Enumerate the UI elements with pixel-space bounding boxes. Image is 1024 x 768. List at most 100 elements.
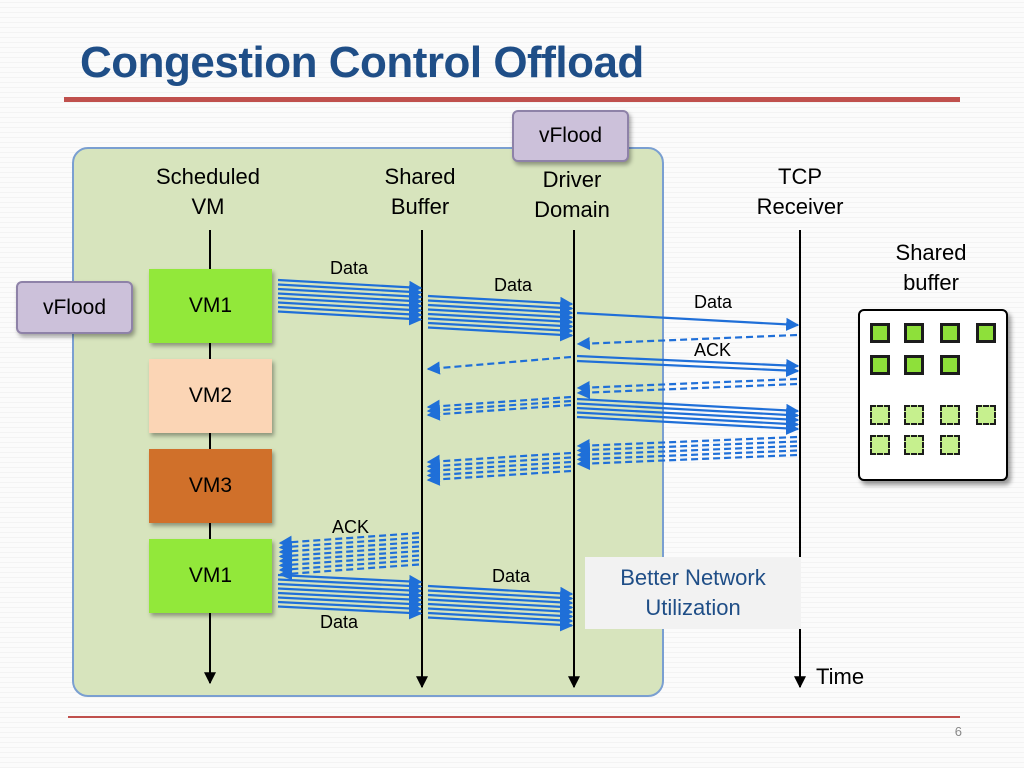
arrow-data-vm-to-buffer-1 <box>277 278 423 294</box>
arrow-ack-receiver-to-driver-3-5 <box>576 453 798 471</box>
column-label-shared-buffer: Shared Buffer <box>384 164 456 219</box>
arrow-data-vm-to-buffer-bottom-8 <box>277 605 423 620</box>
arrow-data-buffer-to-driver-7 <box>427 321 574 337</box>
arrow-data-vm-to-buffer-bottom-5 <box>277 591 423 607</box>
arrow-data-buffer-to-driver-2 <box>427 299 574 315</box>
vm-box-vm1-bottom: VM1 <box>149 539 272 613</box>
arrow-data-buffer-to-driver-1 <box>427 294 574 310</box>
arrow-ack-receiver-to-driver-3-2 <box>576 440 798 457</box>
label-data-vm-to-buffer-bottom: Data <box>320 612 359 632</box>
buffer-slot-empty <box>904 405 924 425</box>
label-ack-buffer-to-vm: ACK <box>332 517 370 537</box>
vm-box-vm1-top: VM1 <box>149 269 272 343</box>
buffer-slot-empty <box>976 405 996 425</box>
arrow-data-driver-to-receiver-1 <box>576 311 800 331</box>
arrow-data-buffer-to-driver-bottom-2 <box>427 589 574 605</box>
arrow-data-vm-to-buffer-2 <box>277 283 423 299</box>
arrow-data-buffer-to-driver-bottom-4 <box>427 598 574 614</box>
callout-line-1: Better Network <box>620 565 766 590</box>
label-data-buffer-to-driver-bottom: Data <box>492 566 531 586</box>
arrow-ack-buffer-to-vm-5 <box>278 549 420 567</box>
label-data-vm-to-buffer-top: Data <box>330 258 369 278</box>
arrow-data-buffer-to-driver-bottom-1 <box>427 584 574 600</box>
buffer-slot-empty <box>940 435 960 455</box>
arrow-ack-driver-to-buffer-2-2 <box>426 399 572 417</box>
arrow-ack-driver-to-buffer-3-2 <box>426 456 572 473</box>
arrow-data-driver-to-receiver-2-1 <box>576 354 800 373</box>
title-divider <box>64 97 960 102</box>
time-axis-label: Time <box>816 664 865 689</box>
arrow-data-buffer-to-driver-bottom-5 <box>427 602 574 618</box>
arrow-data-vm-to-buffer-bottom-7 <box>277 600 423 616</box>
arrow-ack-receiver-to-driver-3-1 <box>576 435 798 453</box>
buffer-slot-filled <box>940 323 960 343</box>
buffer-slot-filled <box>940 355 960 375</box>
column-label-scheduled-vm: Scheduled VM <box>156 164 260 219</box>
arrow-ack-buffer-to-vm-4 <box>278 545 420 563</box>
arrow-data-vm-to-buffer-bottom-4 <box>277 587 423 602</box>
arrow-data-vm-to-buffer-5 <box>277 296 423 312</box>
arrow-ack-receiver-to-driver-1 <box>576 333 798 351</box>
buffer-slot-empty <box>904 435 924 455</box>
buffer-slot-filled <box>870 355 890 375</box>
label-data-buffer-to-driver-top: Data <box>494 275 533 295</box>
column-label-tcp-receiver: TCP Receiver <box>756 164 844 219</box>
arrow-data-buffer-to-driver-bottom-6 <box>427 607 574 623</box>
arrow-data-buffer-to-driver-6 <box>427 317 574 333</box>
vm-box-vm2: VM2 <box>149 359 272 433</box>
arrow-data-vm-to-buffer-bottom-3 <box>277 582 423 598</box>
arrow-data-vm-to-buffer-bottom-1 <box>277 573 423 589</box>
label-data-driver-to-receiver: Data <box>694 292 733 312</box>
arrow-ack-buffer-to-vm-7 <box>278 558 420 576</box>
page-number: 6 <box>954 724 962 739</box>
arrow-data-vm-to-buffer-4 <box>277 292 423 308</box>
arrow-ack-driver-to-buffer-3-1 <box>426 451 572 468</box>
arrow-data-driver-to-receiver-2-2 <box>576 359 800 378</box>
arrow-data-vm-to-buffer-bottom-6 <box>277 596 423 611</box>
arrow-data-buffer-to-driver-5 <box>427 312 574 328</box>
footer-divider <box>68 716 960 718</box>
arrow-data-vm-to-buffer-8 <box>277 310 423 326</box>
arrow-ack-driver-to-buffer-3-3 <box>426 460 572 477</box>
arrow-data-vm-to-buffer-3 <box>277 287 423 303</box>
vflood-tag-top: vFlood <box>512 110 629 162</box>
buffer-slot-empty <box>940 405 960 425</box>
arrow-ack-buffer-to-vm-8 <box>278 563 420 581</box>
shared-buffer-panel <box>858 309 1008 481</box>
arrow-data-driver-to-receiver-3-3 <box>576 406 800 426</box>
arrow-data-buffer-to-driver-4 <box>427 308 574 324</box>
arrow-ack-driver-to-buffer-1 <box>426 355 572 375</box>
column-label-driver-domain: Driver Domain <box>534 167 610 222</box>
arrow-data-vm-to-buffer-6 <box>277 301 423 317</box>
arrow-ack-buffer-to-vm-3 <box>278 540 420 558</box>
callout-line-2: Utilization <box>645 595 741 620</box>
arrow-ack-driver-to-buffer-3-5 <box>426 469 572 486</box>
buffer-slot-empty <box>870 435 890 455</box>
arrow-data-vm-to-buffer-bottom-2 <box>277 578 423 593</box>
slide-title: Congestion Control Offload <box>80 38 644 87</box>
arrow-ack-buffer-to-vm-2 <box>278 536 420 554</box>
buffer-slot-filled <box>904 355 924 375</box>
arrow-data-buffer-to-driver-8 <box>427 326 574 342</box>
arrow-ack-receiver-to-driver-3-3 <box>576 444 798 462</box>
buffer-slot-filled <box>870 323 890 343</box>
arrow-ack-receiver-to-driver-2-1 <box>576 377 798 395</box>
arrow-ack-driver-to-buffer-3-4 <box>426 465 572 482</box>
better-network-utilization-callout: Better Network Utilization <box>585 557 801 629</box>
arrow-data-buffer-to-driver-bottom-8 <box>427 616 574 632</box>
arrow-data-driver-to-receiver-3-2 <box>576 402 800 422</box>
vm-box-vm3: VM3 <box>149 449 272 523</box>
arrow-data-vm-to-buffer-7 <box>277 305 423 321</box>
arrow-data-driver-to-receiver-3-4 <box>576 411 800 431</box>
arrow-ack-driver-to-buffer-2-1 <box>426 395 572 413</box>
arrow-data-driver-to-receiver-3-5 <box>576 415 800 435</box>
buffer-slot-filled <box>904 323 924 343</box>
arrow-ack-driver-to-buffer-2-3 <box>426 403 572 421</box>
arrow-data-driver-to-receiver-3-1 <box>576 397 800 417</box>
arrow-ack-receiver-to-driver-2-2 <box>576 382 798 400</box>
arrow-data-buffer-to-driver-bottom-3 <box>427 593 574 609</box>
buffer-slot-empty <box>870 405 890 425</box>
arrow-data-buffer-to-driver-3 <box>427 303 574 319</box>
buffer-slot-filled <box>976 323 996 343</box>
